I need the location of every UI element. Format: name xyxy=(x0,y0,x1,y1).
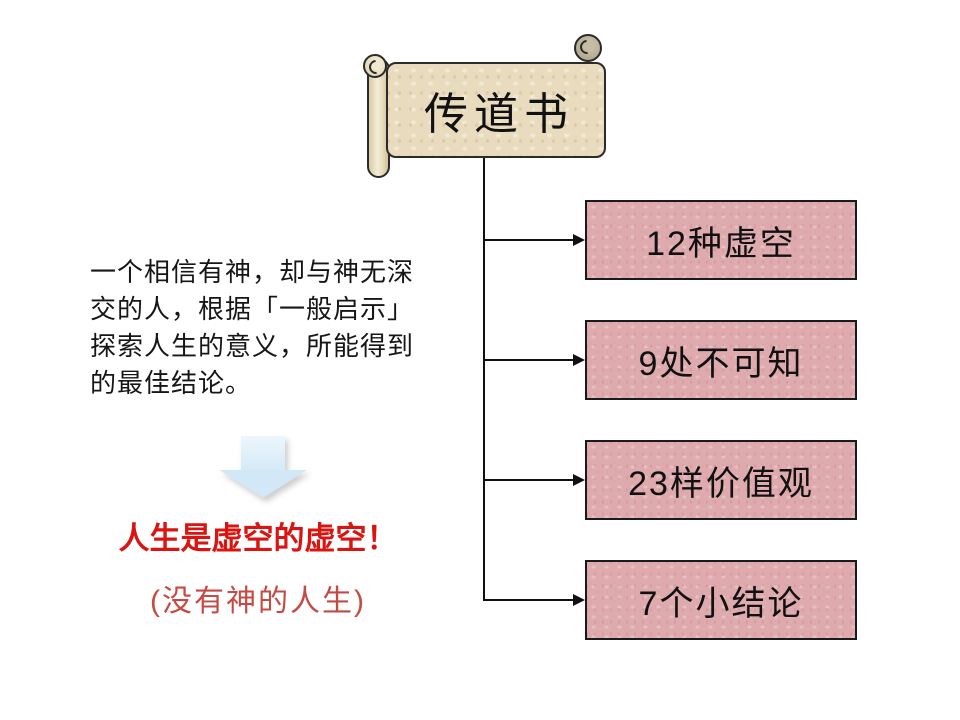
arrowhead-right-icon xyxy=(573,354,585,366)
branch-box-values: 23样价值观 xyxy=(585,440,857,520)
branch-box-vanities: 12种虚空 xyxy=(585,200,857,280)
branch-box-unknowables: 9处不可知 xyxy=(585,320,857,400)
left-note-text: 一个相信有神，却与神无深 交的人，根据「一般启示」 探索人生的意义，所能得到 的… xyxy=(90,257,415,398)
branch-box-label: 7个小结论 xyxy=(638,584,804,623)
connector-branch-1 xyxy=(483,239,575,241)
branch-box-conclusions: 7个小结论 xyxy=(585,560,857,640)
connector-branch-3 xyxy=(483,479,575,481)
diagram-title: 传道书 xyxy=(424,90,574,139)
conclusion-headline: 人生是虚空的虚空！ xyxy=(118,521,398,556)
connector-branch-2 xyxy=(483,359,575,361)
scroll-curl-top-left-icon xyxy=(363,54,387,78)
down-arrow-head xyxy=(219,470,307,498)
conclusion-subline: (没有神的人生) xyxy=(150,585,366,618)
scroll-curl-top-right-icon xyxy=(574,34,602,62)
branch-box-label: 23样价值观 xyxy=(628,464,814,503)
connector-trunk xyxy=(483,158,485,601)
arrowhead-right-icon xyxy=(573,474,585,486)
branch-box-label: 12种虚空 xyxy=(646,224,796,263)
connector-branch-4 xyxy=(483,599,575,601)
branch-box-label: 9处不可知 xyxy=(638,344,804,383)
scroll-banner xyxy=(386,62,606,158)
down-arrow-icon xyxy=(219,436,307,500)
down-arrow-stem xyxy=(241,436,285,470)
arrowhead-right-icon xyxy=(573,234,585,246)
arrowhead-right-icon xyxy=(573,594,585,606)
